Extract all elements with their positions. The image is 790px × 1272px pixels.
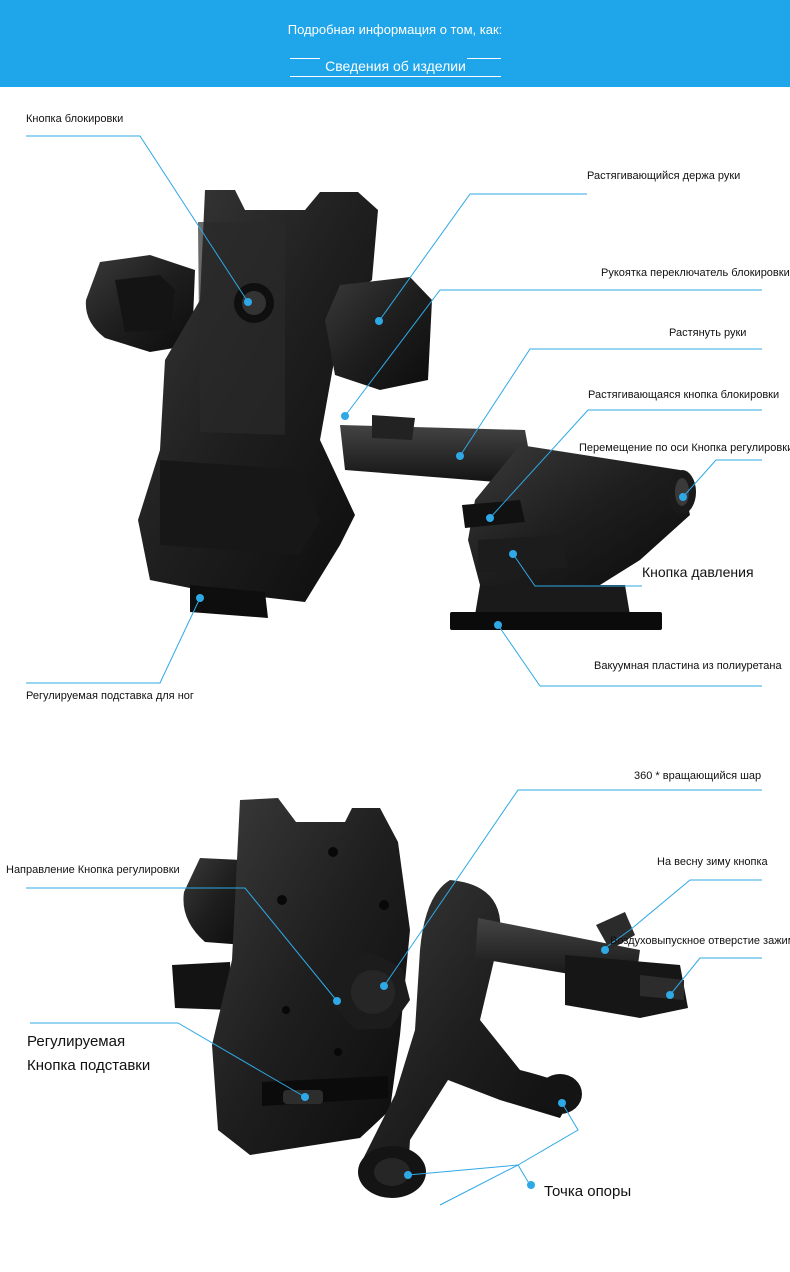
- label-pivot-point: Точка опоры: [544, 1183, 632, 1200]
- label-adjustable-foot: Регулируемая подставка для ног: [26, 690, 194, 702]
- label-spring-winter-button: На весну зиму кнопка: [657, 856, 768, 868]
- label-extending-lock-button: Растягивающаяся кнопка блокировки: [588, 389, 780, 401]
- label-adjustable-line1: Регулируемая: [27, 1033, 126, 1050]
- label-axis-adjust-button: Перемещение по оси Кнопка регулировки: [579, 442, 790, 454]
- label-adjustable-line2: Кнопка подставки: [27, 1057, 151, 1074]
- label-extend-arms: Растянуть руки: [669, 327, 747, 339]
- label-vacuum-plate: Вакуумная пластина из полиуретана: [594, 660, 782, 672]
- label-rotating-ball: 360 * вращающийся шар: [634, 770, 762, 782]
- label-lock-button: Кнопка блокировки: [26, 113, 124, 125]
- header-subtitle: Подробная информация о том, как:: [287, 22, 503, 37]
- vent-mount-holder: [172, 798, 688, 1198]
- top-callout-dots: [196, 298, 687, 629]
- label-lock-switch-handle: Рукоятка переключатель блокировки: [601, 267, 790, 279]
- label-extending-arm-holder: Растягивающийся держа руки: [587, 170, 741, 182]
- top-callout-lines: [26, 135, 762, 687]
- header-rule-right-top: [467, 58, 501, 59]
- label-vent-clamp: Воздуховыпускное отверстие зажим: [610, 935, 790, 947]
- header-title: Сведения об изделии: [325, 58, 466, 74]
- label-direction-adjust-button: Направление Кнопка регулировки: [6, 864, 180, 876]
- header-rule-left-top: [290, 58, 320, 59]
- bottom-callout-lines: [26, 789, 762, 1206]
- label-pressure-button: Кнопка давления: [642, 564, 754, 580]
- bottom-callout-dots: [301, 946, 674, 1189]
- header-banner: Подробная информация о том, как: Сведени…: [0, 0, 790, 87]
- windshield-mount-holder: [85, 190, 696, 630]
- header-rule-bottom: [290, 76, 501, 77]
